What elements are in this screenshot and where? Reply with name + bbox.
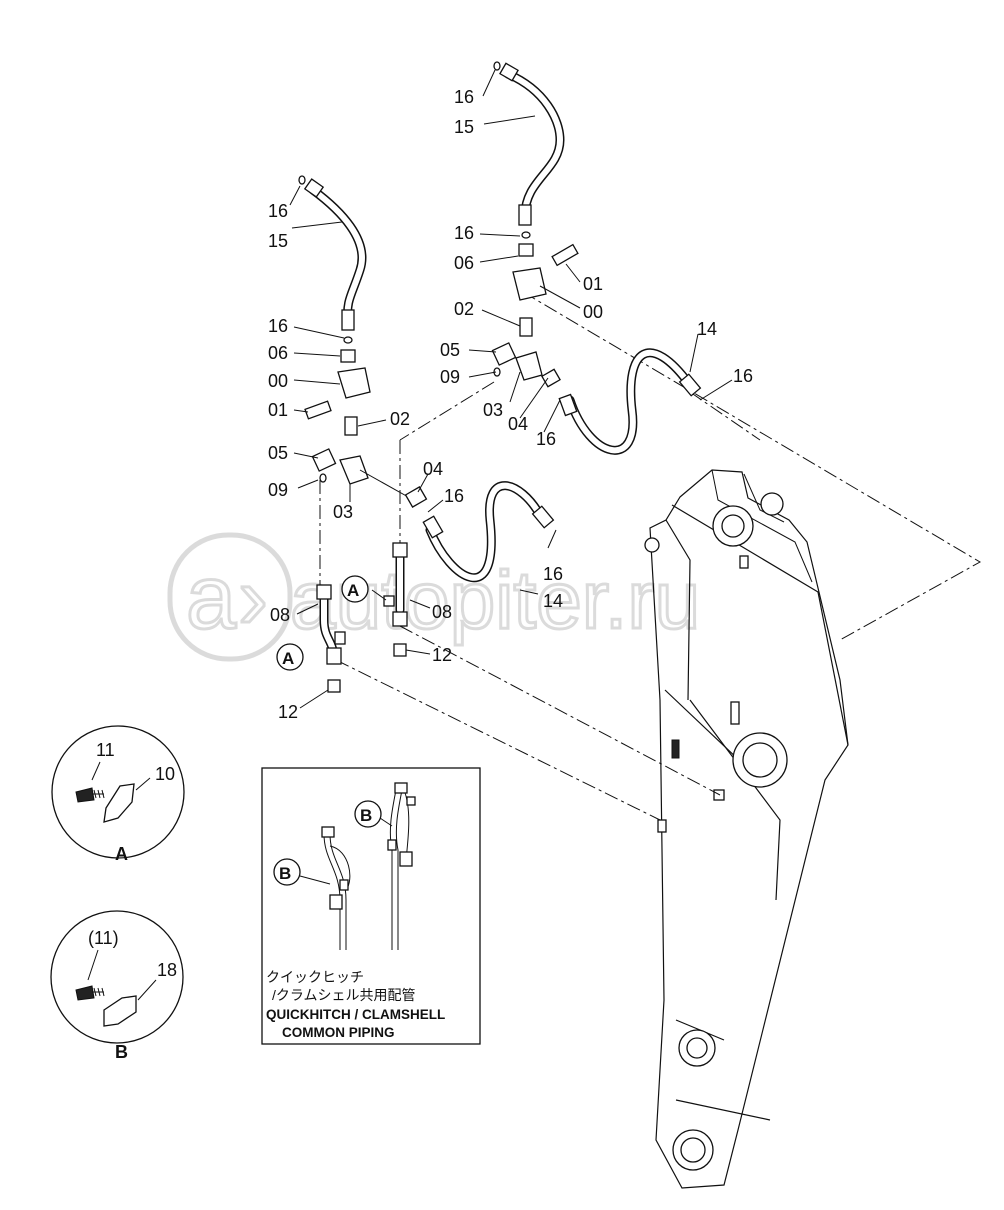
callout-left-16-mid: 16 [268,316,288,336]
callout-right-03: 03 [483,400,503,420]
callout-right-01: 01 [583,274,603,294]
inset-quickhitch: B B クイックヒッチ /クラムシェル共用配管 QUICKHITCH / CLA… [261,767,481,1045]
detail-a-part-10: 10 [155,764,175,784]
callout-right-16-far: 16 [733,366,753,386]
callout-right-05: 05 [440,340,460,360]
callout-left-16-low: 16 [444,486,464,506]
callout-mid-16-b: 16 [543,564,563,584]
callout-right-04: 04 [508,414,528,434]
callout-left-16-top: 16 [268,201,288,221]
callout-right-16-low: 16 [536,429,556,449]
callout-left-00: 00 [268,371,288,391]
callout-right-14: 14 [697,319,717,339]
svg-text:a: a [186,548,237,648]
inset-marker-b-2: B [279,864,291,883]
svg-text:›: › [238,548,268,648]
callout-left-12: 12 [278,702,298,722]
view-marker-a-1: A [347,581,359,600]
detail-b: (11) 18 B [50,910,184,1062]
inset-caption-en-1: QUICKHITCH / CLAMSHELL [266,1007,445,1022]
callout-left-02: 02 [390,409,410,429]
view-marker-a-2: A [282,649,294,668]
callout-left-01: 01 [268,400,288,420]
callout-left-04: 04 [423,459,443,479]
detail-a: 11 10 A [51,725,185,864]
callout-left-09: 09 [268,480,288,500]
callout-right-06: 06 [454,253,474,273]
inset-marker-b-1: B [360,806,372,825]
callout-right-09: 09 [440,367,460,387]
callout-left-15: 15 [268,231,288,251]
callout-left-08: 08 [270,605,290,625]
callout-right-16-mid: 16 [454,223,474,243]
inset-caption-jp-2: /クラムシェル共用配管 [272,987,415,1003]
callout-left-03: 03 [333,502,353,522]
inset-caption-en-2: COMMON PIPING [282,1025,395,1040]
detail-b-part-11: (11) [88,928,119,948]
detail-a-part-11: 11 [96,740,115,760]
detail-b-part-18: 18 [157,960,177,980]
view-markers: A A [276,575,369,671]
watermark: a › autopiter.ru [167,532,702,662]
leader-lines [319,291,982,821]
callout-right-16-top: 16 [454,87,474,107]
callout-leaders [289,69,733,709]
callout-left-05: 05 [268,443,288,463]
boom-arm [644,469,849,1189]
inset-caption-jp-1: クイックヒッチ [266,969,364,985]
detail-a-caption: A [115,844,128,864]
callout-right-15: 15 [454,117,474,137]
callout-mid-12: 12 [432,645,452,665]
callout-labels: 16 15 16 06 00 01 02 05 09 03 04 16 08 1… [268,87,753,722]
callout-right-00: 00 [583,302,603,322]
callout-right-02: 02 [454,299,474,319]
left-hose-assembly [298,175,411,693]
detail-b-caption: B [115,1042,128,1062]
callout-mid-08: 08 [432,602,452,622]
callout-left-06: 06 [268,343,288,363]
callout-mid-14: 14 [543,591,563,611]
